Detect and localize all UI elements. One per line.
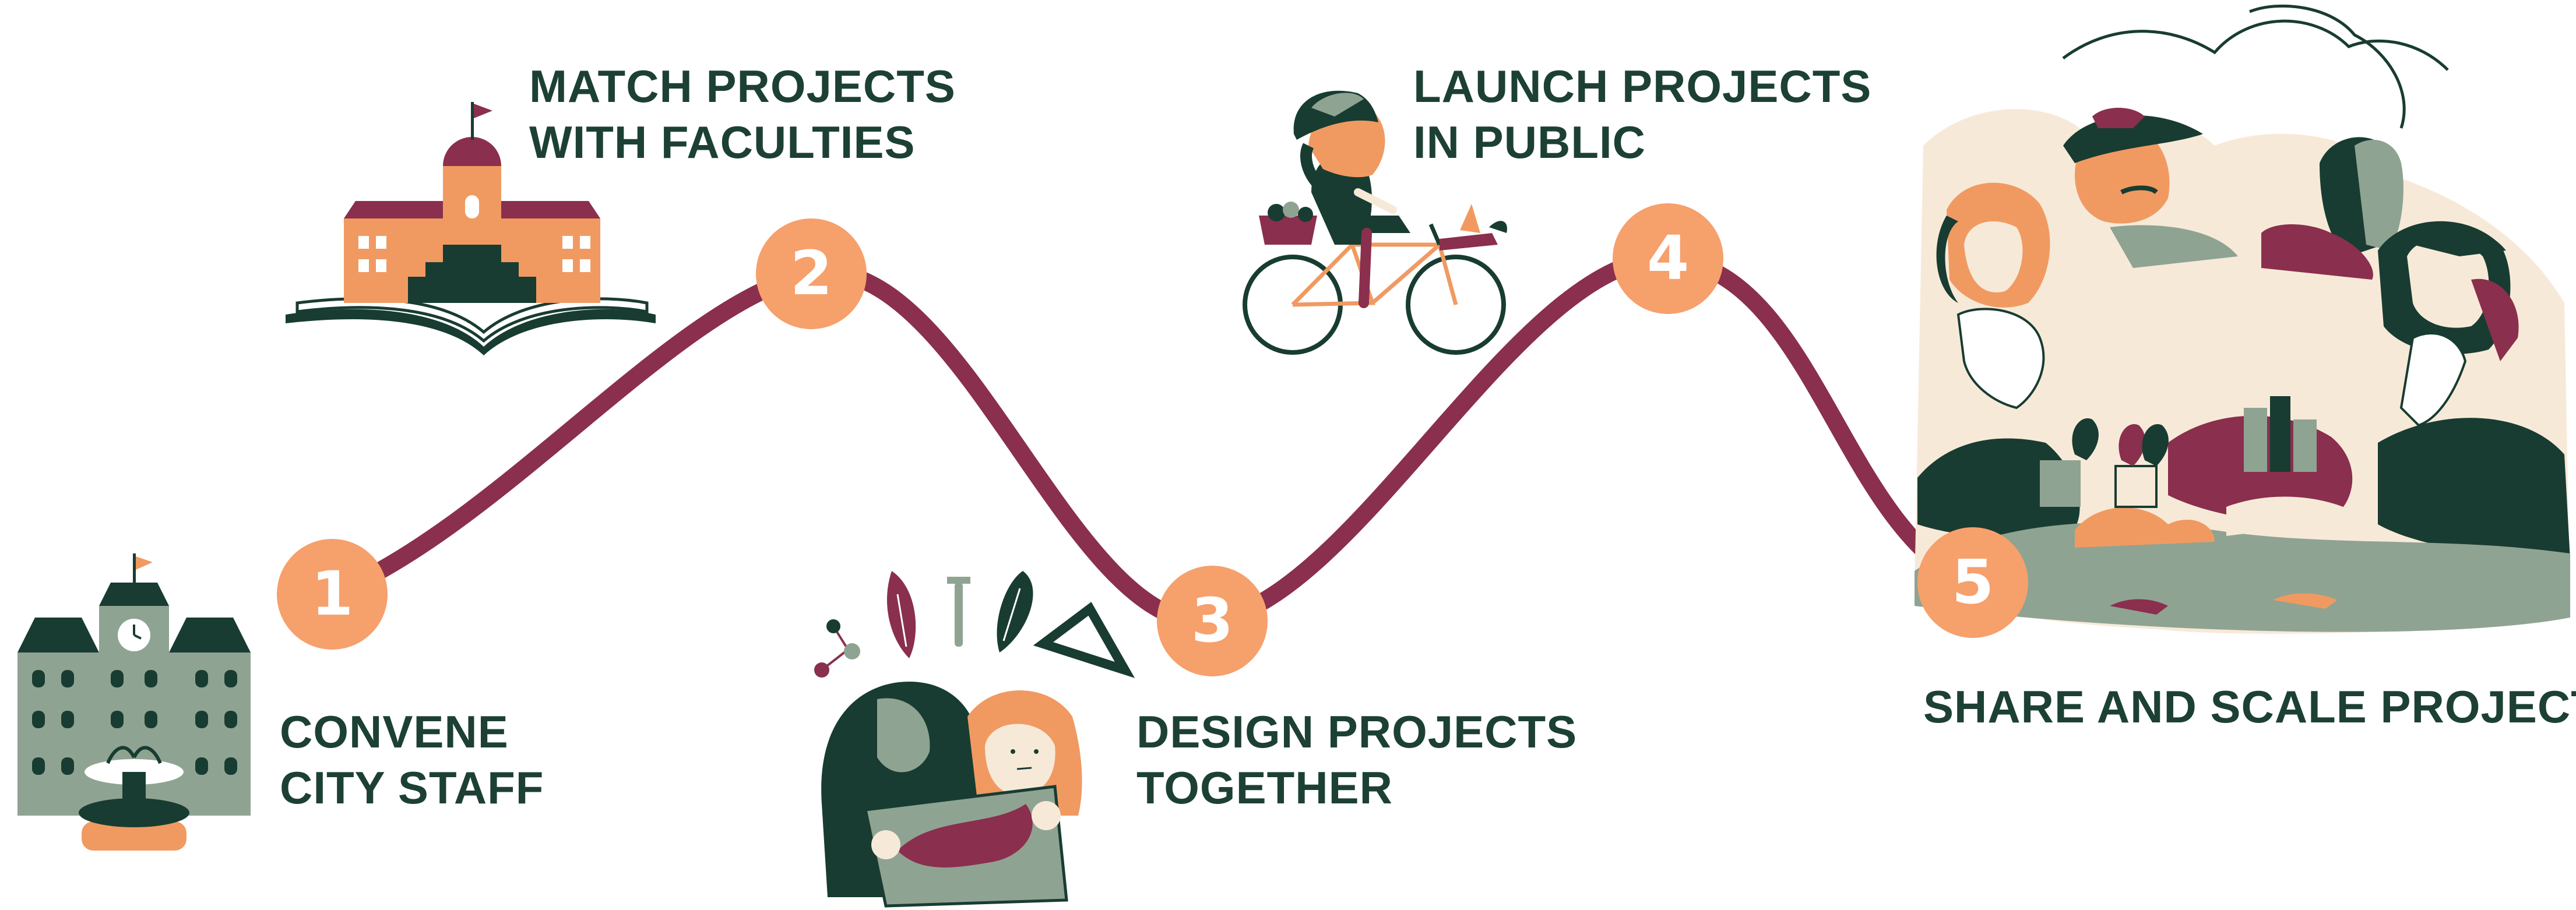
step-number-3: 3 [1191, 585, 1233, 656]
step-2-line-2: WITH FACULTIES [529, 117, 916, 168]
step-label-2: MATCH PROJECTS WITH FACULTIES [529, 58, 956, 170]
community-landscape-icon [1915, 4, 2570, 634]
step-badge-4: 4 [1613, 203, 1723, 314]
step-4-line-2: IN PUBLIC [1413, 117, 1646, 168]
cyclist-icon [1243, 90, 1507, 355]
step-2-line-1: MATCH PROJECTS [529, 61, 956, 112]
step-label-1: CONVENE CITY STAFF [280, 704, 544, 816]
step-badge-1: 1 [277, 539, 388, 650]
step-badge-2: 2 [756, 218, 867, 329]
step-badge-3: 3 [1157, 566, 1268, 676]
step-number-1: 1 [311, 558, 353, 629]
step-3-line-2: TOGETHER [1136, 762, 1393, 813]
step-label-5: SHARE AND SCALE PROJECTS [1923, 679, 2576, 735]
step-badge-5: 5 [1917, 527, 2028, 638]
step-1-line-2: CITY STAFF [280, 762, 544, 813]
step-number-4: 4 [1647, 223, 1689, 294]
step-number-2: 2 [790, 238, 832, 309]
city-hall-icon [17, 553, 251, 851]
step-label-3: DESIGN PROJECTS TOGETHER [1136, 704, 1577, 816]
step-1-line-1: CONVENE [280, 706, 509, 757]
university-book-icon [286, 102, 656, 355]
step-number-5: 5 [1952, 546, 1994, 618]
step-4-line-1: LAUNCH PROJECTS [1413, 61, 1872, 112]
step-5-line-1: SHARE AND SCALE PROJECTS [1923, 681, 2576, 732]
step-3-line-1: DESIGN PROJECTS [1136, 706, 1578, 757]
collaborators-map-icon [814, 571, 1135, 908]
step-label-4: LAUNCH PROJECTS IN PUBLIC [1413, 58, 1871, 170]
